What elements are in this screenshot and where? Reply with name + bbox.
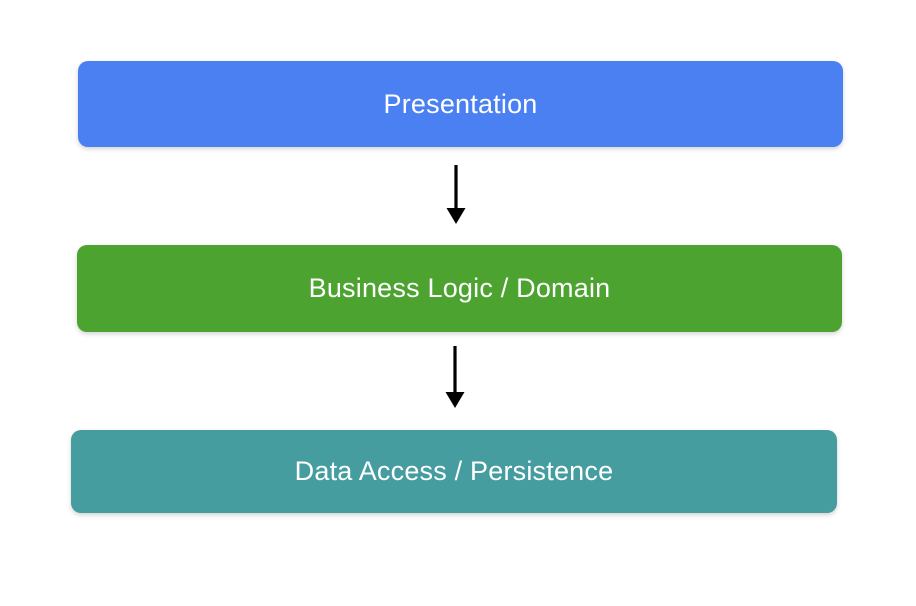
arrow-head <box>445 392 465 408</box>
layer-box-presentation: Presentation <box>78 61 843 147</box>
arrow-down-icon <box>446 165 466 224</box>
layer-label-presentation: Presentation <box>383 88 538 119</box>
layer-box-data-access: Data Access / Persistence <box>71 430 837 513</box>
layer-label-data-access: Data Access / Persistence <box>294 456 614 486</box>
layer-label-business-logic: Business Logic / Domain <box>308 273 611 303</box>
arrow-head <box>446 208 466 224</box>
arrow-down-icon <box>445 346 465 408</box>
layer-box-business-logic: Business Logic / Domain <box>77 245 842 332</box>
